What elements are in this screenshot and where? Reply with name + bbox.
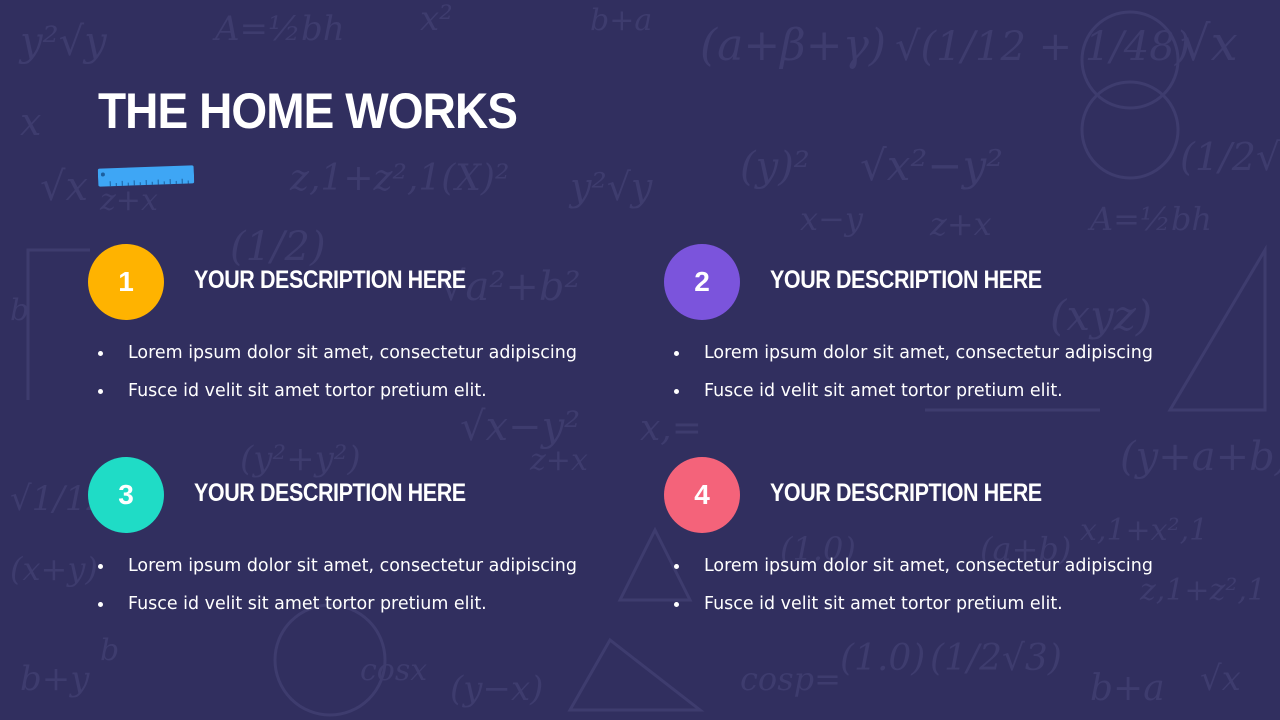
bullet-item: Fusce id velit sit amet tortor pretium e… [674, 589, 1167, 627]
bullet-item: Lorem ipsum dolor sit amet, consectetur … [98, 551, 591, 589]
bullet-dot [98, 351, 103, 356]
svg-text:(1/2√3): (1/2√3) [1180, 135, 1280, 179]
item-heading-4: YOUR DESCRIPTION HERE [770, 479, 1042, 507]
bullet-text: Fusce id velit sit amet tortor pretium e… [704, 380, 1063, 401]
bullet-text: Fusce id velit sit amet tortor pretium e… [128, 593, 487, 614]
homework-item-3: 3 YOUR DESCRIPTION HERE Lorem ipsum dolo… [88, 457, 648, 637]
svg-text:(1.0): (1.0) [780, 530, 856, 568]
svg-text:(y)²: (y)² [740, 144, 810, 190]
svg-text:(1/2√3): (1/2√3) [930, 638, 1062, 679]
svg-text:z+x: z+x [929, 205, 992, 243]
bullet-text: Lorem ipsum dolor sit amet, consectetur … [704, 342, 1153, 363]
svg-text:z,1+z²,1: z,1+z²,1 [1139, 573, 1266, 608]
svg-text:√x²−y²: √x²−y² [860, 141, 1003, 190]
bullet-dot [98, 564, 103, 569]
svg-text:y²√y: y²√y [18, 19, 108, 65]
svg-text:b+y: b+y [20, 659, 90, 699]
bullet-text: Lorem ipsum dolor sit amet, consectetur … [704, 555, 1153, 576]
svg-text:A=½bh: A=½bh [212, 9, 345, 49]
bullet-text: Lorem ipsum dolor sit amet, consectetur … [128, 555, 577, 576]
svg-text:(y²+y²): (y²+y²) [240, 439, 361, 479]
bullet-list-1: Lorem ipsum dolor sit amet, consectetur … [98, 338, 591, 414]
svg-text:cosp=: cosp= [740, 660, 841, 698]
bullet-item: Fusce id velit sit amet tortor pretium e… [98, 376, 591, 414]
svg-text:√x: √x [40, 164, 88, 210]
svg-text:A=½bh: A=½bh [1087, 200, 1212, 238]
svg-text:√(1/12 + 1/48): √(1/12 + 1/48) [895, 24, 1190, 70]
bullet-list-4: Lorem ipsum dolor sit amet, consectetur … [674, 551, 1167, 627]
svg-text:(x+y): (x+y) [10, 550, 98, 588]
svg-text:(y−x): (y−x) [450, 669, 543, 709]
svg-text:x²: x² [420, 0, 453, 39]
svg-text:x,=: x,= [640, 408, 702, 449]
svg-text:y²√y: y²√y [568, 165, 653, 209]
item-heading-2: YOUR DESCRIPTION HERE [770, 266, 1042, 294]
bullet-list-3: Lorem ipsum dolor sit amet, consectetur … [98, 551, 591, 627]
svg-text:(a+β+γ): (a+β+γ) [700, 20, 886, 71]
bullet-list-2: Lorem ipsum dolor sit amet, consectetur … [674, 338, 1167, 414]
number-badge-4: 4 [664, 457, 740, 533]
bullet-dot [674, 389, 679, 394]
svg-text:√x: √x [1200, 659, 1241, 699]
number-badge-3: 3 [88, 457, 164, 533]
svg-text:(1/2): (1/2) [230, 224, 326, 270]
svg-text:(1.0): (1.0) [840, 638, 925, 679]
svg-text:b: b [100, 633, 119, 668]
svg-text:b+a: b+a [590, 3, 652, 38]
bullet-text: Lorem ipsum dolor sit amet, consectetur … [128, 342, 577, 363]
homework-item-2: 2 YOUR DESCRIPTION HERE Lorem ipsum dolo… [664, 244, 1224, 424]
bullet-text: Fusce id velit sit amet tortor pretium e… [704, 593, 1063, 614]
svg-text:cosx: cosx [360, 653, 427, 688]
svg-text:√x−y²: √x−y² [460, 404, 580, 450]
bullet-item: Lorem ipsum dolor sit amet, consectetur … [674, 338, 1167, 376]
bullet-dot [674, 351, 679, 356]
number-badge-1: 1 [88, 244, 164, 320]
svg-text:(y+a+b): (y+a+b) [1120, 434, 1280, 480]
bullet-dot [98, 389, 103, 394]
svg-text:z+x: z+x [99, 183, 158, 218]
bullet-item: Lorem ipsum dolor sit amet, consectetur … [98, 338, 591, 376]
svg-text:√x: √x [1180, 16, 1238, 72]
bullet-item: Fusce id velit sit amet tortor pretium e… [674, 376, 1167, 414]
svg-text:z+x: z+x [529, 443, 588, 478]
bullet-item: Fusce id velit sit amet tortor pretium e… [98, 589, 591, 627]
svg-text:x: x [20, 100, 41, 144]
bullet-dot [674, 564, 679, 569]
homework-item-1: 1 YOUR DESCRIPTION HERE Lorem ipsum dolo… [88, 244, 648, 424]
svg-text:z,1+z²,1(X)²: z,1+z²,1(X)² [289, 158, 509, 199]
svg-text:(xyz): (xyz) [1050, 291, 1152, 340]
slide-title: THE HOME WORKS [98, 83, 518, 139]
ruler-icon [97, 165, 195, 187]
svg-text:√a²+b²: √a²+b² [440, 264, 581, 310]
svg-text:b: b [10, 293, 29, 328]
bullet-dot [98, 602, 103, 607]
bullet-dot [674, 602, 679, 607]
bullet-item: Lorem ipsum dolor sit amet, consectetur … [674, 551, 1167, 589]
bullet-text: Fusce id velit sit amet tortor pretium e… [128, 380, 487, 401]
svg-text:x,1+x²,1: x,1+x²,1 [1080, 513, 1208, 548]
item-heading-3: YOUR DESCRIPTION HERE [194, 479, 466, 507]
item-heading-1: YOUR DESCRIPTION HERE [194, 266, 466, 294]
svg-text:b+a: b+a [1090, 668, 1165, 709]
svg-text:(a+b): (a+b) [980, 530, 1071, 568]
svg-text:x−y: x−y [800, 200, 864, 238]
number-badge-2: 2 [664, 244, 740, 320]
homework-item-4: 4 YOUR DESCRIPTION HERE Lorem ipsum dolo… [664, 457, 1224, 637]
